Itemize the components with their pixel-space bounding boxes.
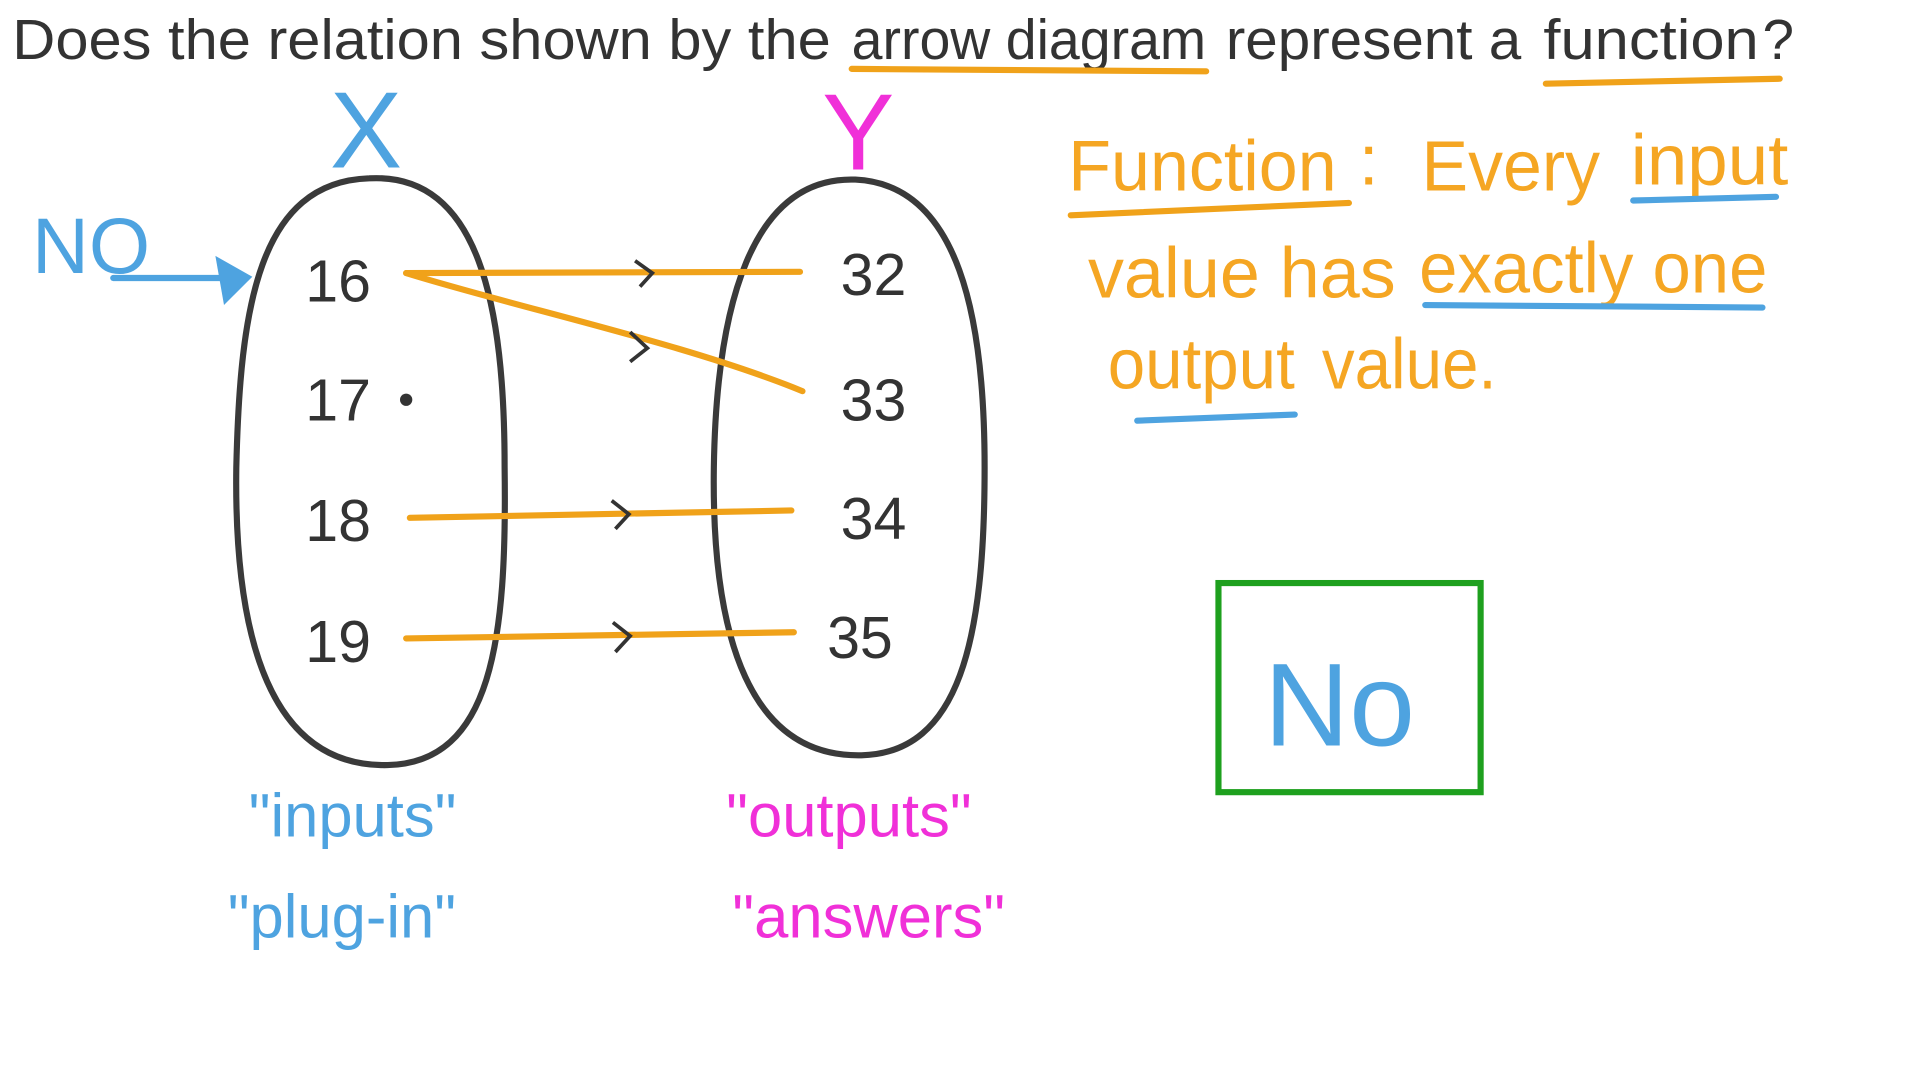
set-y-oval [710, 176, 988, 759]
question-prefix: Does the relation shown by the [12, 8, 830, 71]
definition-every: Every [1422, 127, 1601, 207]
underline [1630, 193, 1780, 204]
function-definition: Function : Every input value has exactly… [1067, 121, 1789, 424]
underline [1422, 301, 1766, 311]
underline [1542, 75, 1783, 87]
pointer-arrow-icon [215, 255, 253, 306]
underline [1134, 411, 1298, 424]
arrowhead-icon [610, 499, 632, 531]
definition-value: value. [1322, 325, 1497, 405]
input-value: 18 [305, 488, 371, 554]
underline [848, 65, 1210, 75]
output-value: 32 [841, 242, 907, 308]
definition-term: Function [1068, 127, 1336, 207]
arrowhead-icon [634, 259, 656, 288]
definition-output: output [1108, 325, 1295, 405]
caption-outputs: "outputs" [726, 781, 972, 850]
caption-answers: "answers" [732, 882, 1005, 951]
set-y-label: Y [822, 72, 894, 193]
question-middle: represent a [1226, 8, 1522, 71]
input-value: 16 [305, 248, 371, 314]
definition-value-has: value has [1088, 234, 1396, 314]
outputs-list: 32 33 34 35 [827, 242, 906, 671]
caption-inputs: "inputs" [249, 781, 457, 850]
set-x-label: X [330, 69, 402, 190]
definition-input: input [1631, 121, 1789, 201]
output-value: 34 [841, 486, 907, 552]
arrow-16-33 [403, 270, 806, 395]
question-arrow-diagram: arrow diagram [852, 8, 1206, 71]
answer-text: No [1264, 639, 1415, 771]
output-value: 33 [841, 368, 907, 434]
input-value: 17 [305, 368, 371, 434]
definition-exactly-one: exactly one [1419, 229, 1767, 309]
arrow-16-32 [403, 268, 804, 277]
arrowhead-icon [628, 330, 651, 364]
question-mark: ? [1762, 8, 1793, 71]
arrowhead-icon [611, 620, 633, 654]
arrow-19-35 [403, 629, 797, 642]
question: Does the relation shown by the arrow dia… [12, 8, 1794, 87]
question-function: function [1543, 8, 1758, 71]
input-value: 19 [305, 609, 371, 675]
definition-colon: : [1359, 121, 1379, 201]
answer-box [1215, 579, 1484, 796]
inputs-list: 16 17 18 19 [305, 248, 371, 674]
set-x-oval [233, 175, 508, 769]
arrow-18-34 [406, 507, 795, 521]
output-value: 35 [827, 605, 893, 671]
mapping-arrows [403, 259, 806, 654]
dot-17 [400, 393, 413, 406]
underline [1067, 199, 1352, 219]
caption-plug-in: "plug-in" [228, 882, 456, 951]
